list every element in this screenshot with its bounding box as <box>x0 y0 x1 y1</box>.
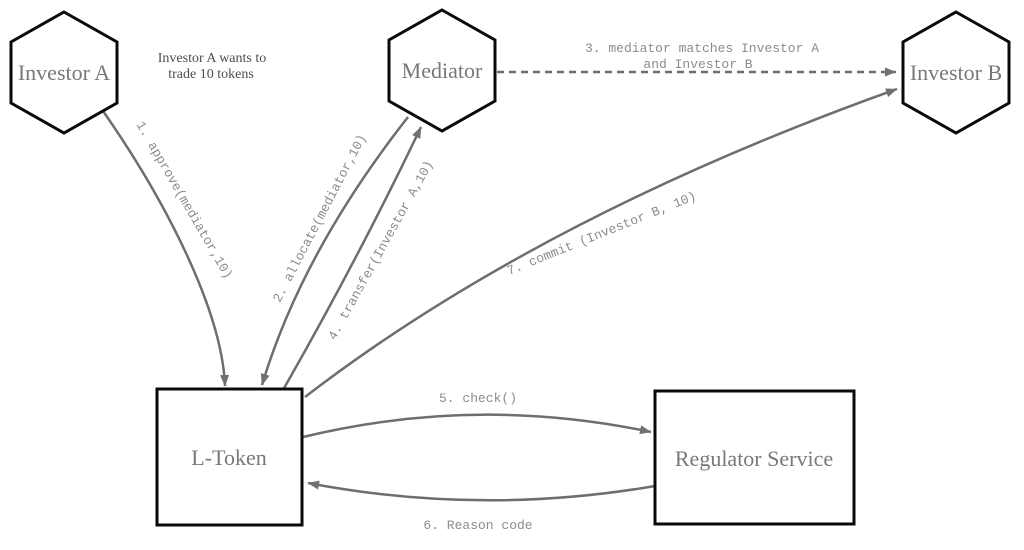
l-token-box <box>155 387 304 527</box>
annotation-line2: trade 10 tokens <box>168 67 254 82</box>
investor-a-hexagon <box>9 10 119 135</box>
regulator-service-label: Regulator Service <box>675 446 833 471</box>
edge-commit-label: 7. commit (Investor B, 10) <box>505 189 699 279</box>
edge-transfer-arrow <box>281 126 423 391</box>
node-investor-b: Investor B <box>901 10 1011 135</box>
edge-approve-label: 1. approve(mediator,10) <box>133 119 236 282</box>
edge-approve-arrow <box>101 110 230 387</box>
edge-reason-arrow <box>307 480 656 502</box>
edge-match-label-line2: and Investor B <box>643 57 752 72</box>
investor-b-hexagon <box>901 10 1011 135</box>
investor-b-label: Investor B <box>910 60 1002 85</box>
edge-allocate-label: 2. allocate(mediator,10) <box>270 132 370 305</box>
edge-match-label-line1: 3. mediator matches Investor A <box>585 41 819 56</box>
node-l-token: L-Token <box>155 387 304 527</box>
edge-check-arrow <box>302 413 652 439</box>
regulator-service-box <box>653 389 856 526</box>
investor-a-label: Investor A <box>18 60 110 85</box>
edge-check-label: 5. check() <box>439 391 517 406</box>
node-investor-a: Investor A <box>9 10 119 135</box>
node-mediator: Mediator <box>387 8 497 133</box>
mediator-label: Mediator <box>402 58 483 83</box>
node-regulator-service: Regulator Service <box>653 389 856 526</box>
edge-reason-label: 6. Reason code <box>423 518 532 533</box>
edge-commit-arrow <box>304 87 898 398</box>
edge-allocate-arrow <box>260 116 409 386</box>
mediator-hexagon <box>387 8 497 133</box>
annotation-line1: Investor A wants to <box>158 51 267 66</box>
l-token-label: L-Token <box>191 445 266 470</box>
